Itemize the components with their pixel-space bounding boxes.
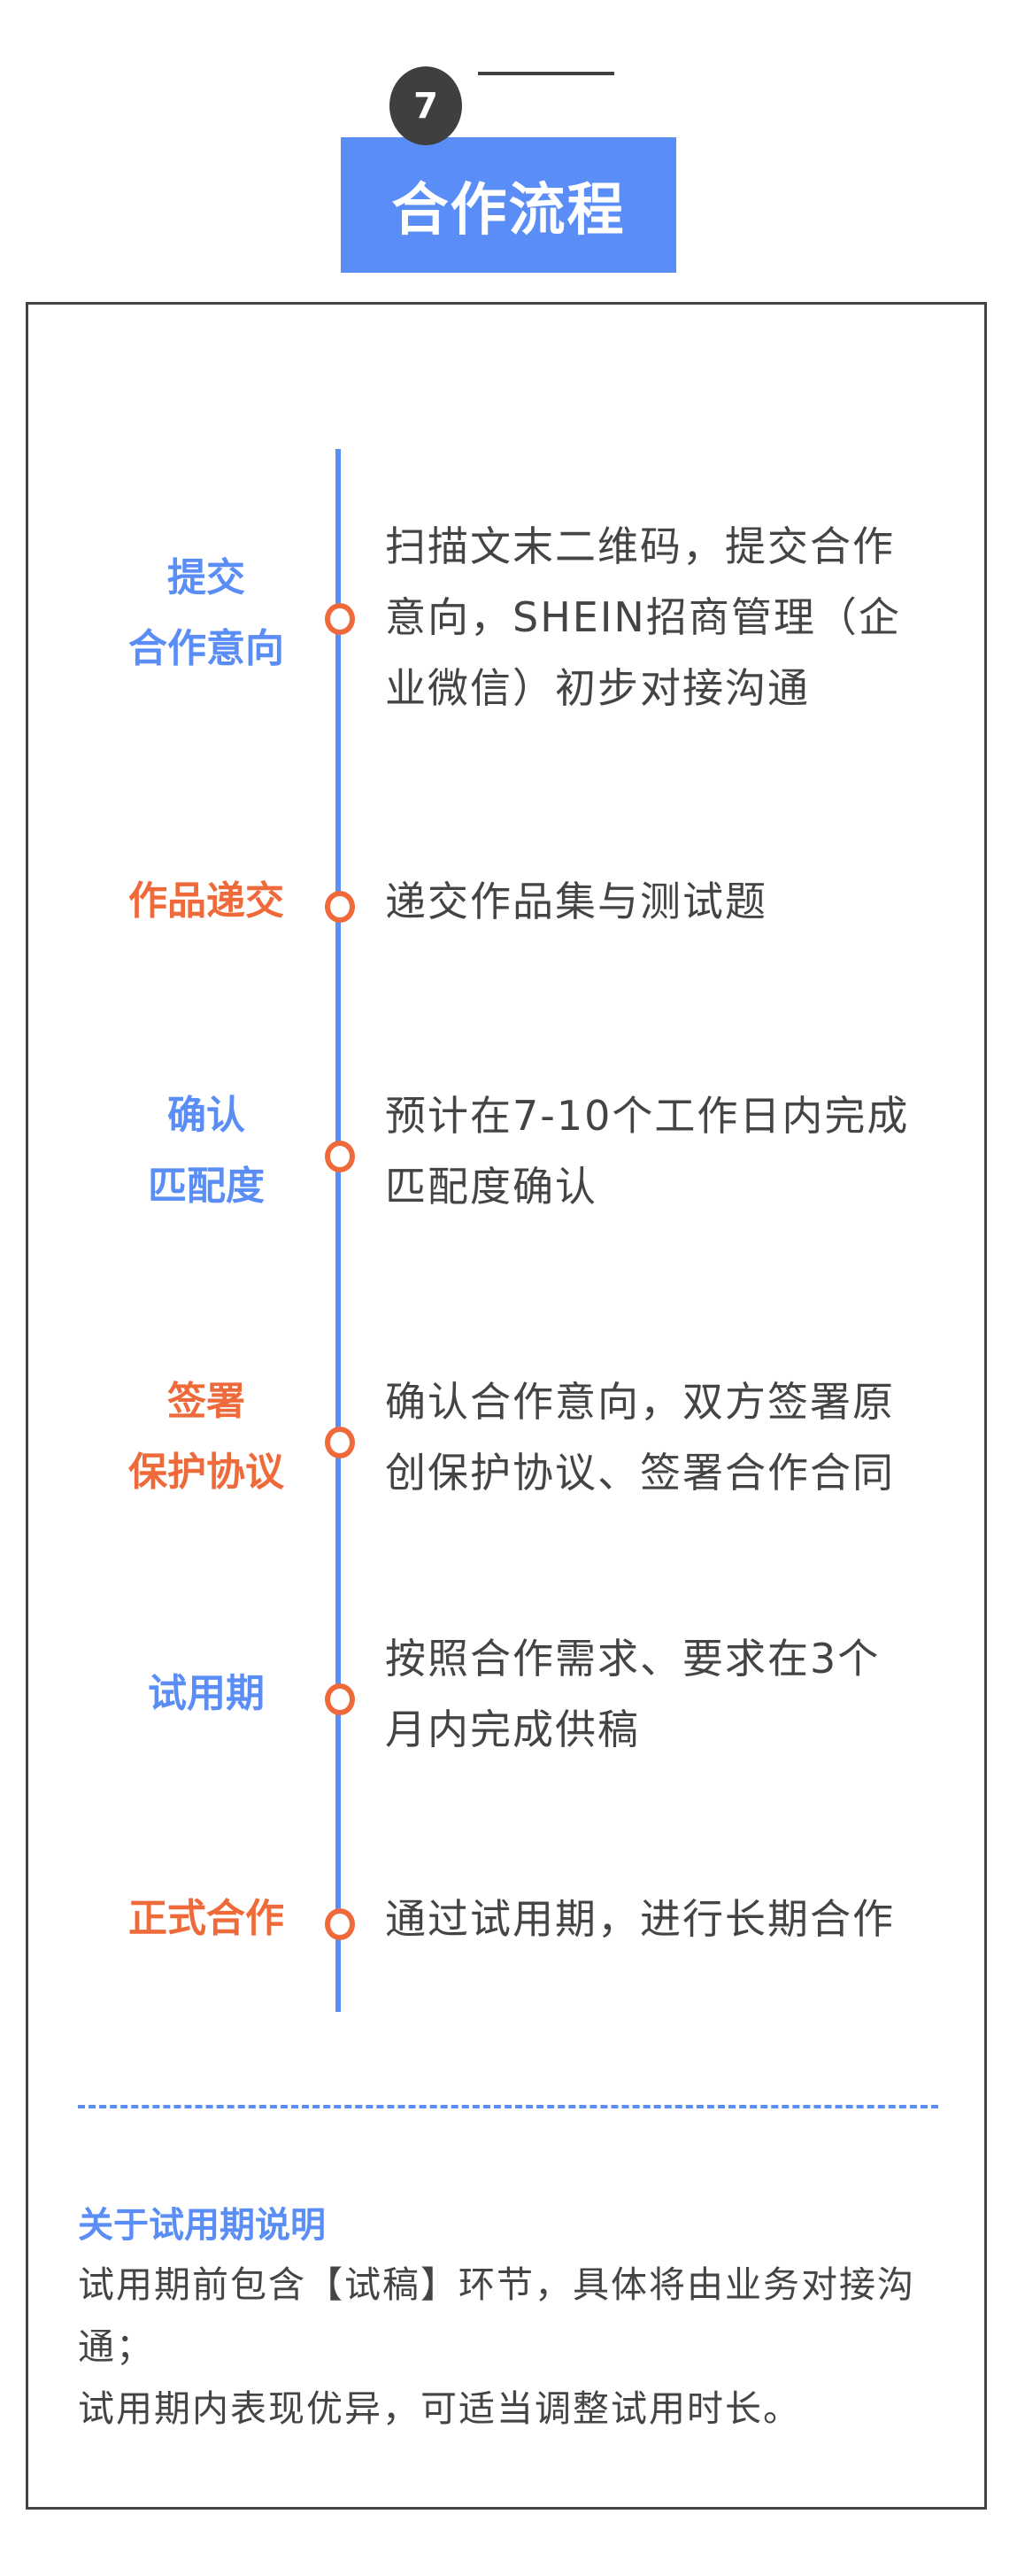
note-line: 试用期内表现优异，可适当调整试用时长。 (78, 2387, 801, 2430)
step-number-badge: 7 (389, 66, 462, 145)
step-label: 签署 保护协议 (128, 1379, 284, 1495)
timeline-node-icon (325, 891, 355, 923)
step-number: 7 (413, 85, 438, 127)
timeline-node-icon (325, 1427, 355, 1458)
step-description: 确认合作意向，双方签署原创保护协议、签署合作合同 (385, 1378, 895, 1497)
step-description: 通过试用期，进行长期合作 (385, 1895, 895, 1943)
timeline-node-icon (325, 1141, 355, 1172)
timeline-node-icon (325, 1908, 355, 1940)
section-title: 合作流程 (341, 137, 676, 273)
step-label: 正式合作 (128, 1896, 284, 1941)
section-title-text: 合作流程 (391, 177, 626, 244)
content-frame (26, 302, 987, 2510)
step-label: 作品递交 (128, 878, 284, 924)
timeline-line (335, 449, 341, 2012)
step-description: 扫描文末二维码，提交合作意向，SHEIN招商管理（企业微信）初步对接沟通 (385, 522, 901, 712)
timeline-node-icon (325, 1683, 355, 1715)
timeline-node-icon (325, 603, 355, 635)
step-label: 试用期 (148, 1671, 265, 1716)
dashed-divider (78, 2105, 938, 2108)
step-description: 按照合作需求、要求在3个月内完成供稿 (385, 1635, 881, 1753)
note-line: 试用期前包含【试稿】环节，具体将由业务对接沟通； (78, 2263, 915, 2368)
step-description: 递交作品集与测试题 (385, 878, 767, 925)
note-body: 试用期前包含【试稿】环节，具体将由业务对接沟通； 试用期内表现优异，可适当调整试… (78, 2254, 945, 2440)
step-label: 确认 匹配度 (148, 1093, 265, 1209)
step-label: 提交 合作意向 (128, 555, 284, 671)
note-title: 关于试用期说明 (78, 2205, 326, 2246)
step-description: 预计在7-10个工作日内完成匹配度确认 (385, 1092, 910, 1211)
header-divider (478, 72, 614, 75)
